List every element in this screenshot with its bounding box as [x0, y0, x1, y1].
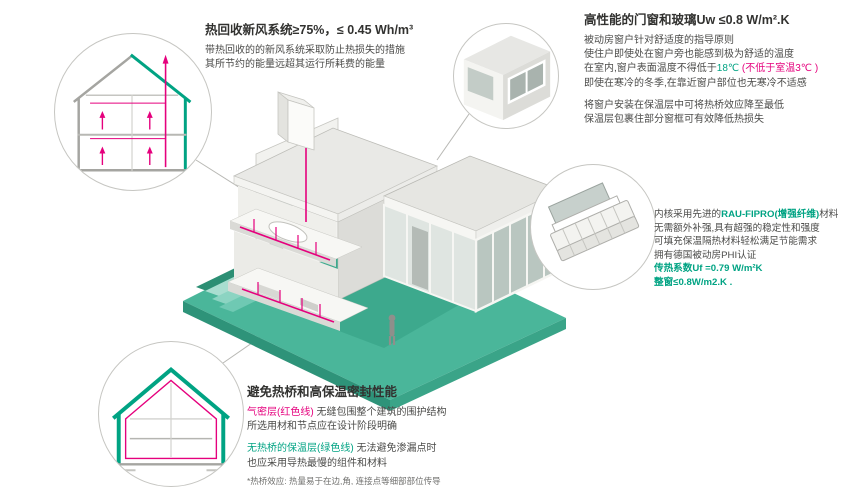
- windows-temp-value: 18℃: [716, 63, 740, 75]
- callout-ventilation-circle: [54, 33, 212, 191]
- windows-body-line-3: 在室内,窗户表面温度不得低于18℃ (不低于室温3℃ ): [584, 62, 860, 76]
- window-profile-icon: [547, 182, 640, 262]
- windows-body-line-2: 使住户即使处在窗户旁也能感到极为舒适的温度: [584, 49, 794, 61]
- profile-body-line-1: 内核采用先进的RAU-FIPRO(增强纤维)材料: [654, 208, 862, 222]
- thermal-bridge-footnote: *热桥效应: 热量易于在边,角, 连接点等细部部位传导: [247, 475, 441, 486]
- insulation-body-line-1: 气密层(红色线) 无缝包围整个建筑的围护结构: [247, 406, 559, 420]
- house-section-ventilation-icon: [71, 53, 195, 172]
- window-corner-photo-icon: [463, 35, 551, 121]
- insulation-title: 避免热桥和高保温密封性能: [247, 385, 398, 399]
- windows-body-line-6: 保温层包裹住部分窗框可有效降低热损失: [584, 114, 764, 126]
- house-section-insulation-icon: [111, 367, 231, 472]
- insulation-body-line-3-rest: 无法避免渗漏点时: [353, 443, 437, 455]
- windows-title: 高性能的门窗和玻璃Uw ≤0.8 W/m².K: [584, 13, 790, 27]
- airtight-layer-label: 气密层(红色线): [247, 407, 314, 418]
- profile-body-line-1-pre: 内核采用先进的: [654, 209, 722, 220]
- ventilation-body-line-1: 带热回收的的新风系统采取防止热损失的措施: [205, 45, 405, 56]
- ventilation-title: 热回收新风系统≥75%，≤ 0.45 Wh/m³: [205, 23, 414, 37]
- insulation-body-line-3: 无热桥的保温层(绿色线) 无法避免渗漏点时: [247, 442, 559, 456]
- paragraph-gap: [584, 91, 860, 99]
- open-door: [412, 226, 428, 290]
- person-figure: [388, 314, 396, 345]
- profile-body-line-2: 无需额外补强,具有超强的稳定性和强度: [654, 222, 820, 234]
- insulation-callout-text: 避免热桥和高保温密封性能 气密层(红色线) 无缝包围整个建筑的围护结构 所选用材…: [247, 384, 559, 487]
- profile-brand-name: RAU-FIPRO(增强纤维): [721, 209, 820, 220]
- callout-frame-profile-circle: [530, 164, 656, 290]
- ventilation-callout-text: 热回收新风系统≥75%，≤ 0.45 Wh/m³ 带热回收的的新风系统采取防止热…: [205, 22, 473, 72]
- insulation-body-line-1-rest: 无缝包围整个建筑的围护结构: [313, 407, 447, 418]
- insulation-layer-label: 无热桥的保温层(绿色线): [247, 443, 354, 455]
- windows-body-line-3-pre: 在室内,窗户表面温度不得低于: [584, 63, 717, 75]
- windows-callout-text: 高性能的门窗和玻璃Uw ≤0.8 W/m².K 被动房窗户针对舒适度的指导原则 …: [584, 12, 860, 127]
- profile-body-line-1-post: 材料: [819, 209, 839, 220]
- callout-window-corner-circle: [453, 23, 559, 129]
- profile-spec-line-1: 传热系数Uf =0.79 W/m²K: [654, 263, 763, 275]
- callout-insulation-circle: [98, 341, 244, 487]
- insulation-body-line-2: 所选用材和节点应在设计阶段明确: [247, 421, 397, 433]
- windows-body-line-4: 即使在寒冷的冬季,在靠近窗户部位也无寒冷不适感: [584, 77, 807, 89]
- paragraph-gap: [247, 434, 559, 442]
- windows-temp-note: (不低于室温3℃ ): [739, 63, 819, 75]
- vent-stack: [277, 91, 315, 151]
- ventilation-body-line-2: 其所节约的能量远超其运行所耗费的能量: [205, 59, 385, 71]
- profile-spec-line-2: 整窗≤0.8W/m2.K .: [654, 276, 733, 288]
- duct-lines: [239, 148, 335, 323]
- profile-callout-text: 内核采用先进的RAU-FIPRO(增强纤维)材料 无需额外补强,具有超强的稳定性…: [654, 208, 862, 290]
- profile-body-line-4: 拥有德国被动房PHI认证: [654, 249, 757, 261]
- windows-body-line-1: 被动房窗户针对舒适度的指导原则: [584, 35, 734, 46]
- profile-body-line-3: 可填充保温隔热材料轻松满足节能需求: [654, 236, 818, 248]
- insulation-body-line-4: 也应采用导热最慢的组件和材料: [247, 457, 387, 469]
- windows-body-line-5: 将窗户安装在保温层中可将热桥效应降至最低: [584, 99, 784, 111]
